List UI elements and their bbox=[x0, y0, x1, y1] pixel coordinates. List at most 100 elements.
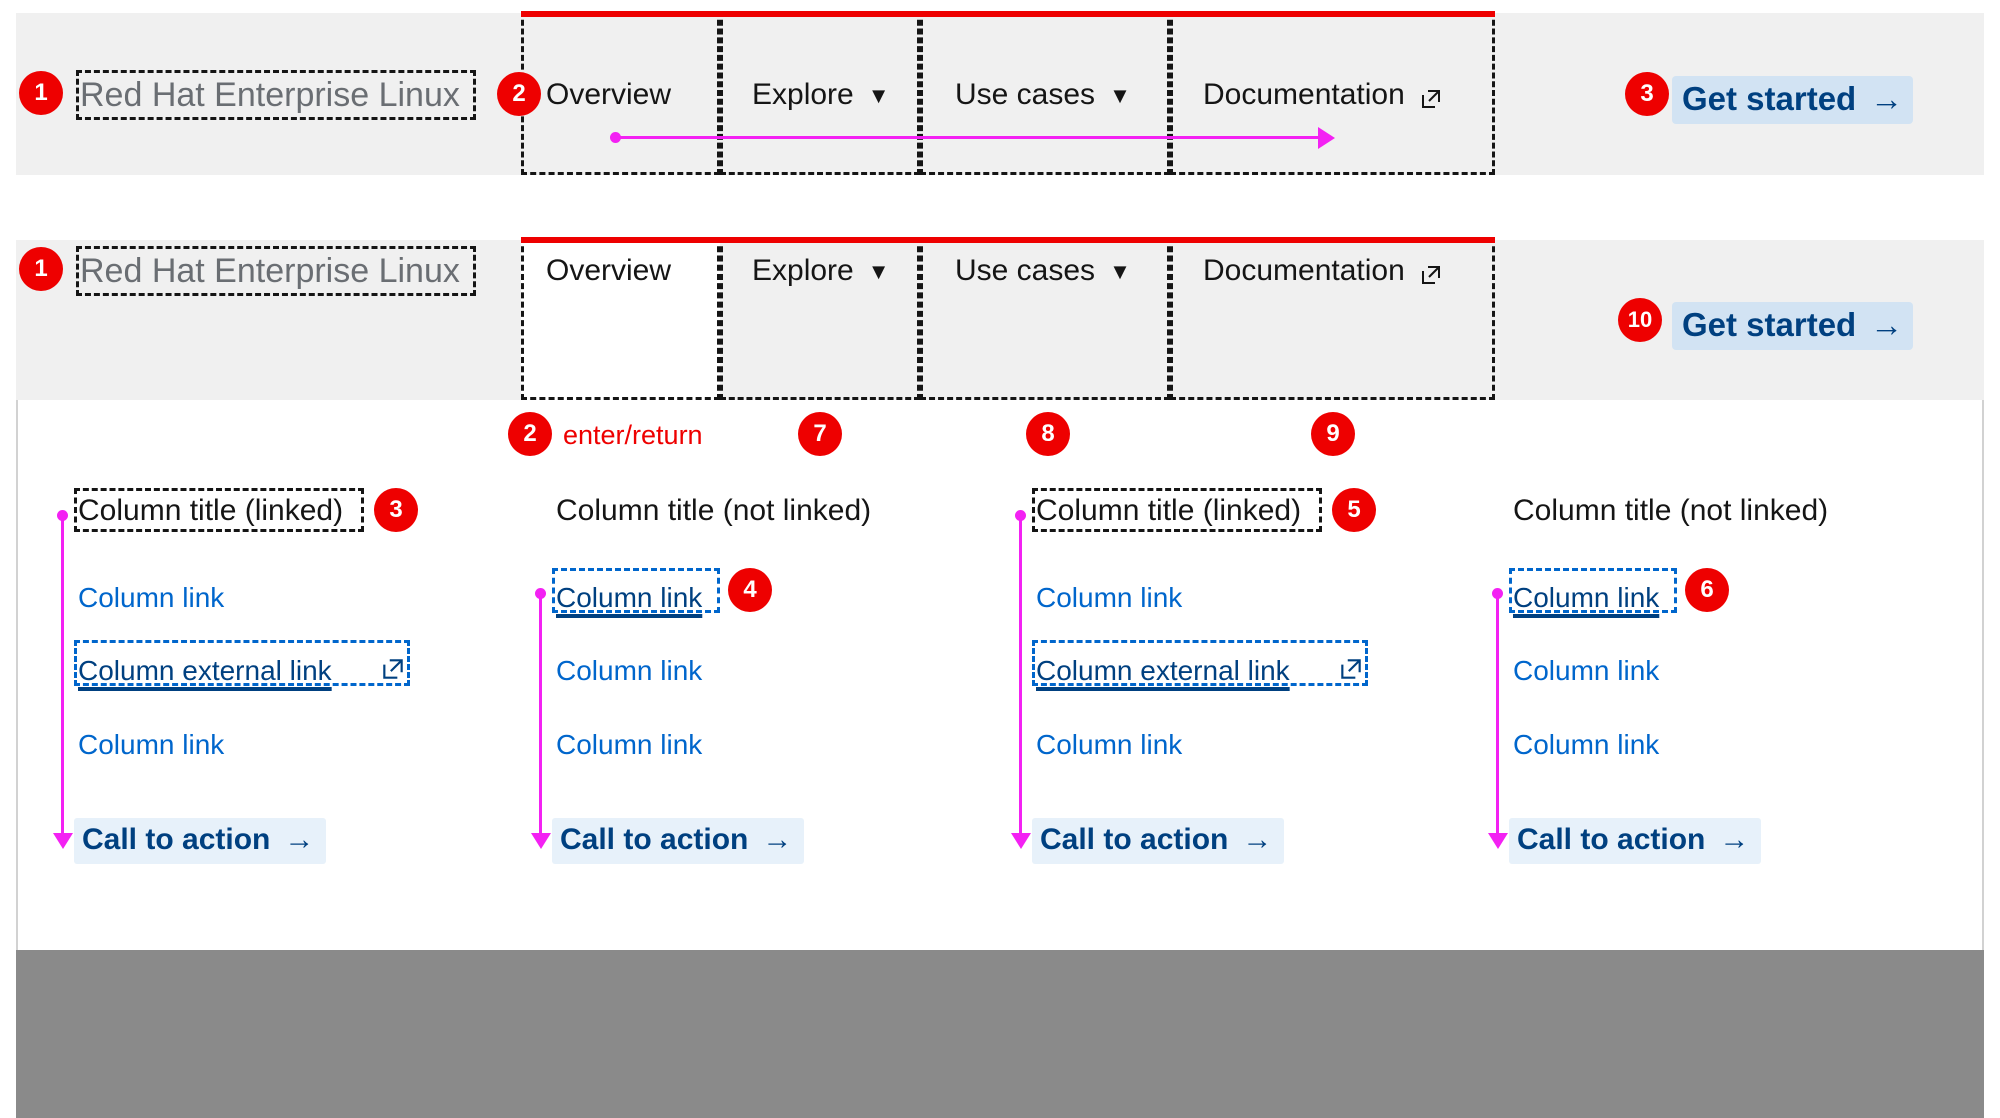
column-3-focus-order-line bbox=[1019, 515, 1022, 835]
overview-nav-cell-bar-one[interactable] bbox=[521, 11, 720, 175]
column-3-link-1[interactable]: Column link bbox=[1036, 582, 1183, 613]
use-cases-nav-cell-bar-one[interactable] bbox=[920, 11, 1170, 175]
column-2-link-3[interactable]: Column link bbox=[556, 729, 703, 760]
column-1-external-link[interactable]: Column external link bbox=[78, 655, 332, 687]
explore-nav-label: Explore bbox=[752, 254, 854, 287]
badge-3-bar-one: 3 bbox=[1625, 72, 1669, 116]
column-4-focus-order-start-dot bbox=[1492, 588, 1503, 599]
use-cases-nav-item-bar-two[interactable]: Use cases ▼ bbox=[955, 254, 1131, 288]
overview-nav-cell-bar-two[interactable] bbox=[521, 243, 720, 400]
use-cases-nav-label: Use cases bbox=[955, 254, 1096, 287]
column-3-cta[interactable]: Call to action → bbox=[1032, 818, 1285, 864]
arrow-right-icon: → bbox=[1719, 823, 1750, 856]
column-4-focus-order-arrow-head bbox=[1488, 833, 1508, 849]
nav-active-red-bar-bar-one bbox=[521, 11, 1495, 17]
column-3-focus-order-start-dot bbox=[1015, 510, 1026, 521]
column-3-external-link[interactable]: Column external link bbox=[1036, 655, 1290, 687]
overview-nav-label: Overview bbox=[546, 78, 672, 111]
overview-nav-item-bar-two[interactable]: Overview bbox=[546, 254, 671, 288]
external-link-icon bbox=[380, 656, 406, 682]
badge-8-bar-two: 8 bbox=[1026, 412, 1070, 456]
column-2-title: Column title (not linked) bbox=[556, 494, 872, 527]
chevron-down-icon: ▼ bbox=[1109, 259, 1131, 284]
column-3-cta-label: Call to action bbox=[1040, 823, 1229, 856]
enter-return-annotation: enter/return bbox=[563, 420, 703, 450]
column-4-title: Column title (not linked) bbox=[1513, 494, 1829, 527]
badge-10-bar-two: 10 bbox=[1618, 298, 1662, 342]
badge-2-bar-one: 2 bbox=[497, 72, 541, 116]
tab-order-arrow-start-dot bbox=[610, 132, 621, 143]
column-4-cta[interactable]: Call to action → bbox=[1509, 818, 1762, 864]
explore-nav-cell-bar-one[interactable] bbox=[720, 11, 920, 175]
arrow-right-icon: → bbox=[762, 823, 793, 856]
column-1-external-link-focus-outline bbox=[74, 640, 410, 686]
brand-focus-outline-bar-two bbox=[76, 246, 476, 296]
external-link-icon bbox=[1419, 261, 1443, 285]
column-2-cta-label: Call to action bbox=[560, 823, 749, 856]
column-4-link-1[interactable]: Column link bbox=[1513, 582, 1660, 613]
column-3-external-link-label: Column external link bbox=[1036, 655, 1290, 686]
column-4-cta-label: Call to action bbox=[1517, 823, 1706, 856]
column-2-cta[interactable]: Call to action → bbox=[552, 818, 805, 864]
use-cases-nav-item-bar-one[interactable]: Use cases ▼ bbox=[955, 78, 1131, 112]
external-link-icon bbox=[1419, 85, 1443, 109]
chevron-down-icon: ▼ bbox=[867, 83, 890, 108]
external-link-icon bbox=[1338, 656, 1364, 682]
documentation-nav-label: Documentation bbox=[1203, 254, 1405, 287]
column-4-link-1-focus-outline bbox=[1509, 568, 1677, 613]
badge-1-bar-one: 1 bbox=[19, 71, 63, 115]
arrow-right-icon: → bbox=[1242, 823, 1273, 856]
column-2-link-1[interactable]: Column link bbox=[556, 582, 703, 613]
tab-order-arrow-line bbox=[615, 136, 1332, 139]
documentation-nav-item-bar-two[interactable]: Documentation bbox=[1203, 254, 1443, 288]
column-2-focus-order-line bbox=[539, 593, 542, 835]
explore-nav-item-bar-two[interactable]: Explore ▼ bbox=[752, 254, 890, 288]
badge-6-column-4: 6 bbox=[1685, 568, 1729, 612]
badge-1-bar-two: 1 bbox=[19, 247, 63, 291]
column-1-link-1[interactable]: Column link bbox=[78, 582, 225, 613]
page-content-placeholder bbox=[16, 950, 1984, 1118]
arrow-right-icon: → bbox=[284, 823, 315, 856]
badge-4-column-2: 4 bbox=[728, 568, 772, 612]
get-started-label: Get started bbox=[1682, 306, 1857, 343]
column-1-cta-label: Call to action bbox=[82, 823, 271, 856]
column-1-cta[interactable]: Call to action → bbox=[74, 818, 327, 864]
column-4-link-3[interactable]: Column link bbox=[1513, 729, 1660, 760]
explore-nav-item-bar-one[interactable]: Explore ▼ bbox=[752, 78, 890, 112]
documentation-nav-item-bar-one[interactable]: Documentation bbox=[1203, 78, 1443, 112]
badge-7-bar-two: 7 bbox=[798, 412, 842, 456]
column-1-link-3[interactable]: Column link bbox=[78, 729, 225, 760]
badge-9-bar-two: 9 bbox=[1311, 412, 1355, 456]
column-4-focus-order-line bbox=[1496, 593, 1499, 835]
column-2-link-2[interactable]: Column link bbox=[556, 655, 703, 686]
use-cases-nav-label: Use cases bbox=[955, 78, 1096, 111]
column-2-link-1-focus-outline bbox=[552, 568, 720, 613]
arrow-right-icon: → bbox=[1870, 80, 1904, 117]
brand-label-bar-one[interactable]: Red Hat Enterprise Linux bbox=[80, 76, 460, 114]
column-1-focus-order-arrow-head bbox=[53, 833, 73, 849]
documentation-nav-label: Documentation bbox=[1203, 78, 1405, 111]
tab-order-arrow-head bbox=[1318, 127, 1335, 149]
column-1-title-focus-outline bbox=[74, 488, 364, 532]
nav-active-red-bar-bar-two bbox=[521, 237, 1495, 243]
explore-nav-label: Explore bbox=[752, 78, 854, 111]
column-1-title[interactable]: Column title (linked) bbox=[78, 494, 344, 527]
column-3-focus-order-arrow-head bbox=[1011, 833, 1031, 849]
column-3-external-link-focus-outline bbox=[1032, 640, 1368, 686]
badge-2-bar-two: 2 bbox=[508, 412, 552, 456]
documentation-nav-cell-bar-one[interactable] bbox=[1170, 11, 1495, 175]
column-2-focus-order-start-dot bbox=[535, 588, 546, 599]
column-1-external-link-label: Column external link bbox=[78, 655, 332, 686]
column-1-focus-order-line bbox=[61, 515, 64, 835]
get-started-button-bar-one[interactable]: Get started → bbox=[1672, 76, 1914, 124]
arrow-right-icon: → bbox=[1870, 306, 1904, 343]
badge-3-column-1: 3 bbox=[374, 488, 418, 532]
column-3-link-3[interactable]: Column link bbox=[1036, 729, 1183, 760]
badge-5-column-3: 5 bbox=[1332, 488, 1376, 532]
overview-nav-item-bar-one[interactable]: Overview bbox=[546, 78, 671, 112]
column-3-title[interactable]: Column title (linked) bbox=[1036, 494, 1302, 527]
column-4-link-2[interactable]: Column link bbox=[1513, 655, 1660, 686]
brand-label-bar-two[interactable]: Red Hat Enterprise Linux bbox=[80, 252, 460, 290]
column-1-focus-order-start-dot bbox=[57, 510, 68, 521]
get-started-button-bar-two[interactable]: Get started → bbox=[1672, 302, 1914, 350]
